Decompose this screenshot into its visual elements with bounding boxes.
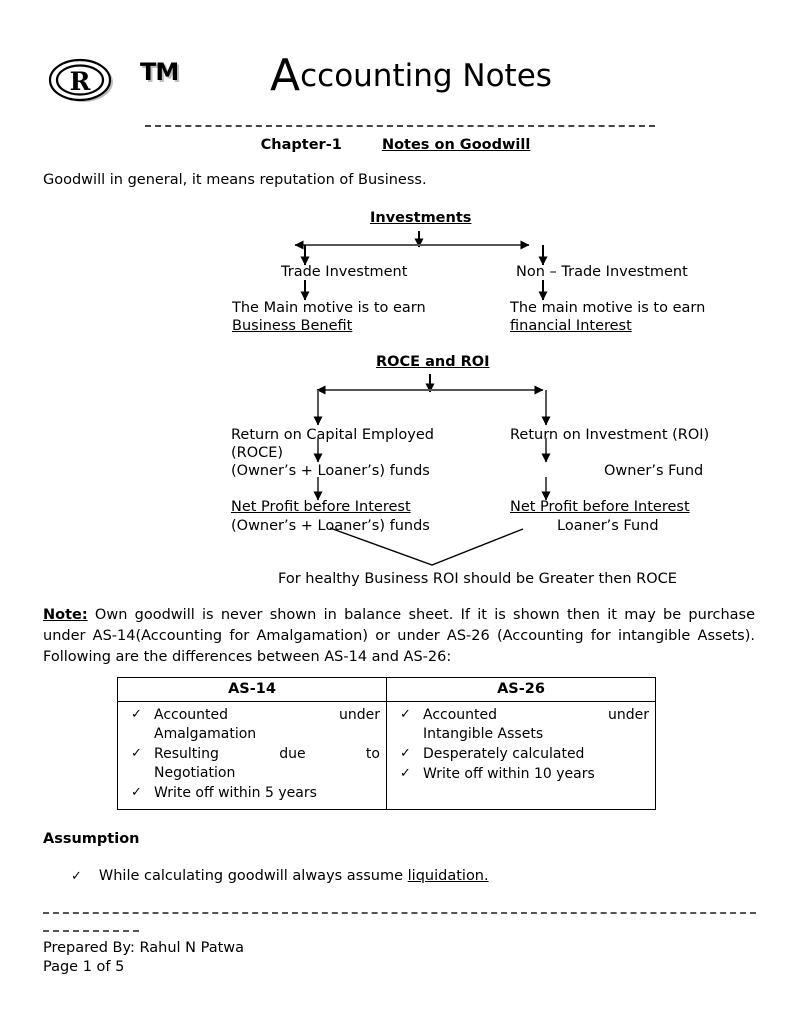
as26-item2-text: Desperately calculated xyxy=(423,745,585,762)
check-icon: ✓ xyxy=(71,869,82,884)
table-header-row: AS-14 AS-26 xyxy=(117,677,656,702)
footer-page-number: Page 1 of 5 xyxy=(43,959,125,975)
chapter-heading: Chapter-1 Notes on Goodwill xyxy=(0,137,791,153)
trade-investment-detail-line1: The Main motive is to earn xyxy=(232,300,426,316)
node-non-trade-investment: Non – Trade Investment xyxy=(516,264,688,280)
node-trade-investment: Trade Investment xyxy=(281,264,408,280)
table-cell-as26: ✓ Accounted under Intangible Assets ✓ De… xyxy=(386,700,656,811)
as26-item1-right: under xyxy=(607,707,649,723)
roce-line3: (Owner’s + Loaner’s) funds xyxy=(231,463,430,479)
list-item: ✓ Accounted under Intangible Assets xyxy=(393,706,649,744)
as14-item1-line2: Amalgamation xyxy=(154,725,257,742)
table-header-as26: AS-26 xyxy=(386,677,656,702)
check-icon: ✓ xyxy=(400,707,411,722)
roi-formula-denominator: Loaner’s Fund xyxy=(557,518,659,534)
list-item: ✓ Write off within 5 years xyxy=(124,784,380,803)
as14-item3-text: Write off within 5 years xyxy=(154,784,317,801)
table-row: ✓ Accounted under Amalgamation ✓ Resulti… xyxy=(117,700,656,811)
as14-item2-right: to xyxy=(365,745,380,762)
as14-item1-left: Accounted xyxy=(154,707,229,723)
as14-list: ✓ Accounted under Amalgamation ✓ Resulti… xyxy=(124,706,380,802)
title-divider xyxy=(145,125,655,127)
svg-text:R: R xyxy=(70,67,91,96)
chapter-number: Chapter-1 xyxy=(260,137,342,153)
list-item: ✓ Accounted under Amalgamation xyxy=(124,706,380,744)
roce-roi-diagram-title: ROCE and ROI xyxy=(376,354,490,370)
assumption-list-item: ✓ While calculating goodwill always assum… xyxy=(71,868,489,884)
as14-as26-comparison-table: AS-14 AS-26 ✓ Accounted under Amalgamati… xyxy=(117,677,656,811)
note-paragraph: Note: Own goodwill is never shown in bal… xyxy=(43,605,755,668)
trade-investment-detail-line2: Business Benefit xyxy=(232,318,353,334)
roi-formula-numerator: Net Profit before Interest xyxy=(510,499,690,515)
page-title-rest: ccounting Notes xyxy=(300,58,552,94)
roi-line2: Owner’s Fund xyxy=(604,463,704,479)
as14-item2-mid: due xyxy=(279,745,306,762)
as14-item2-left: Resulting xyxy=(154,745,219,762)
roi-line1: Return on Investment (ROI) xyxy=(510,427,710,443)
non-trade-investment-detail-line1: The main motive is to earn xyxy=(510,300,706,316)
as26-list: ✓ Accounted under Intangible Assets ✓ De… xyxy=(393,706,649,784)
check-icon: ✓ xyxy=(131,784,142,800)
list-item: ✓ Desperately calculated xyxy=(393,745,649,764)
footer-prepared-by: Prepared By: Rahul N Patwa xyxy=(43,940,245,956)
roce-formula-denominator: (Owner’s + Loaner’s) funds xyxy=(231,518,430,534)
roce-line2: (ROCE) xyxy=(231,445,284,461)
check-icon: ✓ xyxy=(131,707,142,722)
note-body: Own goodwill is never shown in balance s… xyxy=(43,607,755,666)
note-label: Note: xyxy=(43,607,88,623)
as14-item2-line2: Negotiation xyxy=(154,764,236,781)
page-title: Accounting Notes xyxy=(270,54,552,98)
roce-line1: Return on Capital Employed xyxy=(231,427,434,443)
investments-diagram-title: Investments xyxy=(370,210,472,226)
roce-formula-numerator: Net Profit before Interest xyxy=(231,499,411,515)
as14-item1-right: under xyxy=(338,707,380,723)
assumption-heading: Assumption xyxy=(43,831,140,847)
as26-item1-line2: Intangible Assets xyxy=(423,725,544,742)
assumption-text-underlined: liquidation. xyxy=(407,868,489,884)
chapter-topic: Notes on Goodwill xyxy=(381,137,531,153)
table-cell-as14: ✓ Accounted under Amalgamation ✓ Resulti… xyxy=(117,700,387,811)
intro-paragraph: Goodwill in general, it means reputation… xyxy=(43,172,427,188)
check-icon: ✓ xyxy=(400,745,411,761)
check-icon: ✓ xyxy=(400,765,411,781)
table-header-as14: AS-14 xyxy=(117,677,387,702)
footer-divider-line2 xyxy=(43,930,139,932)
roce-roi-conclusion: For healthy Business ROI should be Great… xyxy=(278,571,677,587)
list-item: ✓ Resulting due to Negotiation xyxy=(124,745,380,783)
check-icon: ✓ xyxy=(131,745,142,761)
page-title-capital: A xyxy=(270,50,301,101)
footer-divider-line1 xyxy=(43,912,756,914)
list-item: ✓ Write off within 10 years xyxy=(393,765,649,784)
as26-item1-left: Accounted xyxy=(423,707,498,723)
non-trade-investment-detail-line2: financial Interest xyxy=(510,318,632,334)
assumption-text: While calculating goodwill always assume xyxy=(98,868,408,884)
as26-item3-text: Write off within 10 years xyxy=(423,765,595,782)
tm-icon: TM xyxy=(140,58,179,86)
registered-trademark-icon: R xyxy=(48,57,114,103)
